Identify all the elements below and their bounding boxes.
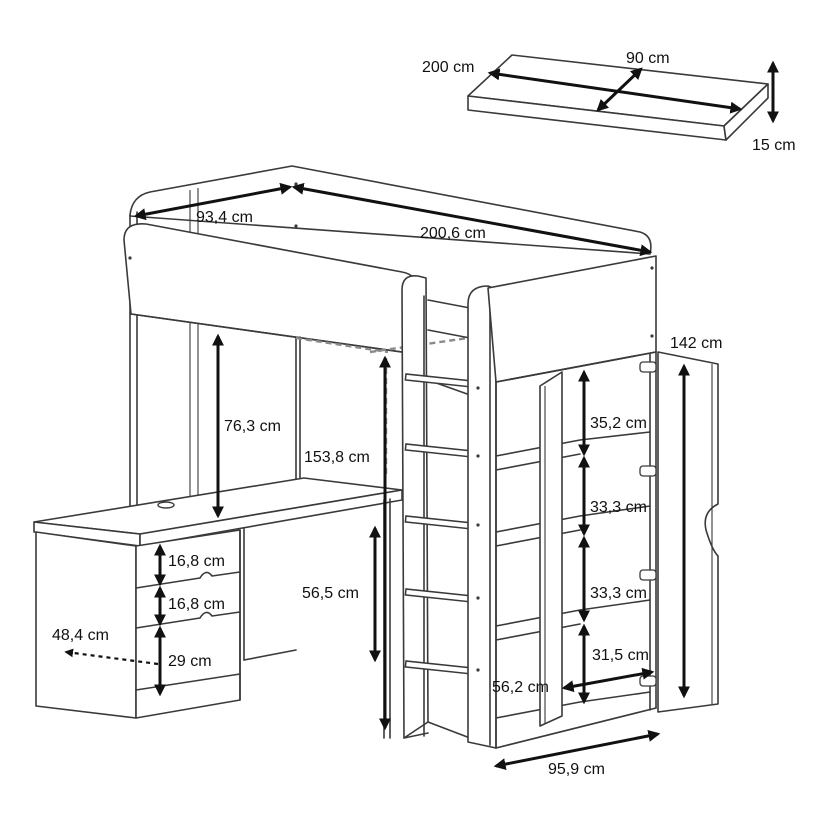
shelf-3-label: 33,3 cm (590, 585, 647, 602)
desk-height-label: 56,5 cm (302, 585, 359, 602)
wardrobe-width-label: 95,9 cm (548, 761, 605, 778)
shelf-4-label: 31,5 cm (592, 647, 649, 664)
hinge-icon (639, 675, 657, 687)
ladder (401, 274, 471, 739)
cable-hole-icon (157, 501, 175, 509)
wardrobe-right-door (657, 351, 719, 713)
wardrobe-depth-arrow (561, 667, 655, 693)
under-bed-height-label: 76,3 cm (224, 418, 281, 435)
drawer-3-label: 29 cm (168, 653, 212, 670)
wardrobe-width-arrow (493, 729, 661, 771)
hinge-icon (639, 361, 657, 373)
bed-length-arrow (291, 182, 653, 257)
wardrobe-left-door (539, 371, 563, 727)
door-height-label: 142 cm (670, 335, 722, 352)
drawer-1-label: 16,8 cm (168, 553, 225, 570)
hidden-rail (295, 336, 389, 354)
mattress-width-arrow (596, 67, 643, 112)
total-height-label: 153,8 cm (304, 449, 370, 466)
bed-depth-label: 93,4 cm (196, 209, 253, 226)
shelf-2-label: 33,3 cm (590, 499, 647, 516)
bed-length-label: 200,6 cm (420, 225, 486, 242)
desk-extension-label: 48,4 cm (52, 627, 109, 644)
mattress-thickness-label: 15 cm (752, 137, 796, 154)
mattress-length-label: 200 cm (422, 59, 474, 76)
mattress-width-label: 90 cm (626, 50, 670, 67)
hinge-icon (639, 465, 657, 477)
hinge-icon (639, 569, 657, 581)
wardrobe-depth-label: 56,2 cm (492, 679, 549, 696)
shelf-1-label: 35,2 cm (590, 415, 647, 432)
drawer-2-label: 16,8 cm (168, 596, 225, 613)
bed-depth-arrow (133, 182, 293, 221)
mattress (467, 54, 769, 141)
